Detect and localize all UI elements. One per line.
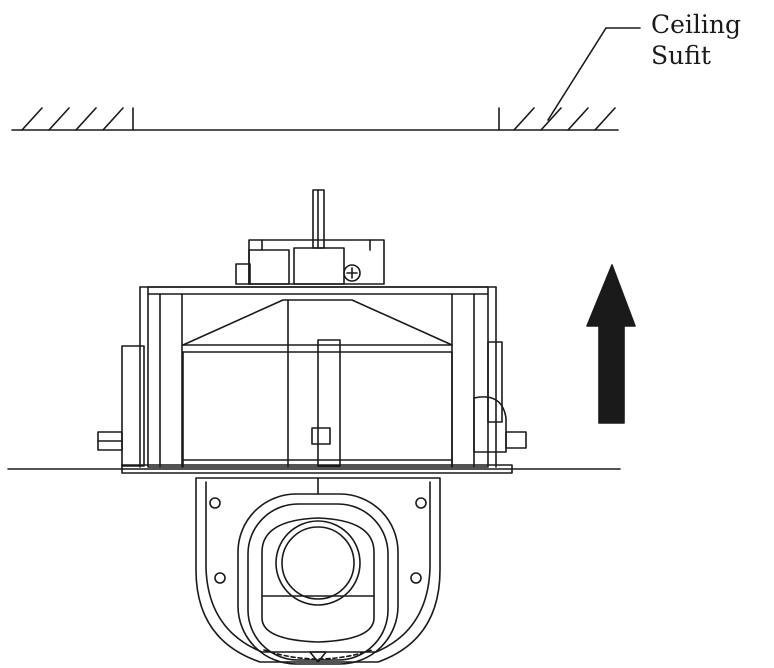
ceiling-line	[11, 107, 619, 131]
ceiling-label-pl: Sufit	[651, 41, 711, 70]
up-arrow-icon	[586, 264, 636, 424]
screw-icon	[343, 264, 361, 282]
ceiling-label: Ceiling	[651, 10, 742, 39]
ceiling-hatching-left	[21, 107, 124, 131]
ceiling-leader-line	[547, 27, 641, 121]
ceiling-hatching-right	[513, 107, 616, 131]
ptz-head	[195, 477, 441, 665]
camera-housing	[97, 189, 527, 474]
